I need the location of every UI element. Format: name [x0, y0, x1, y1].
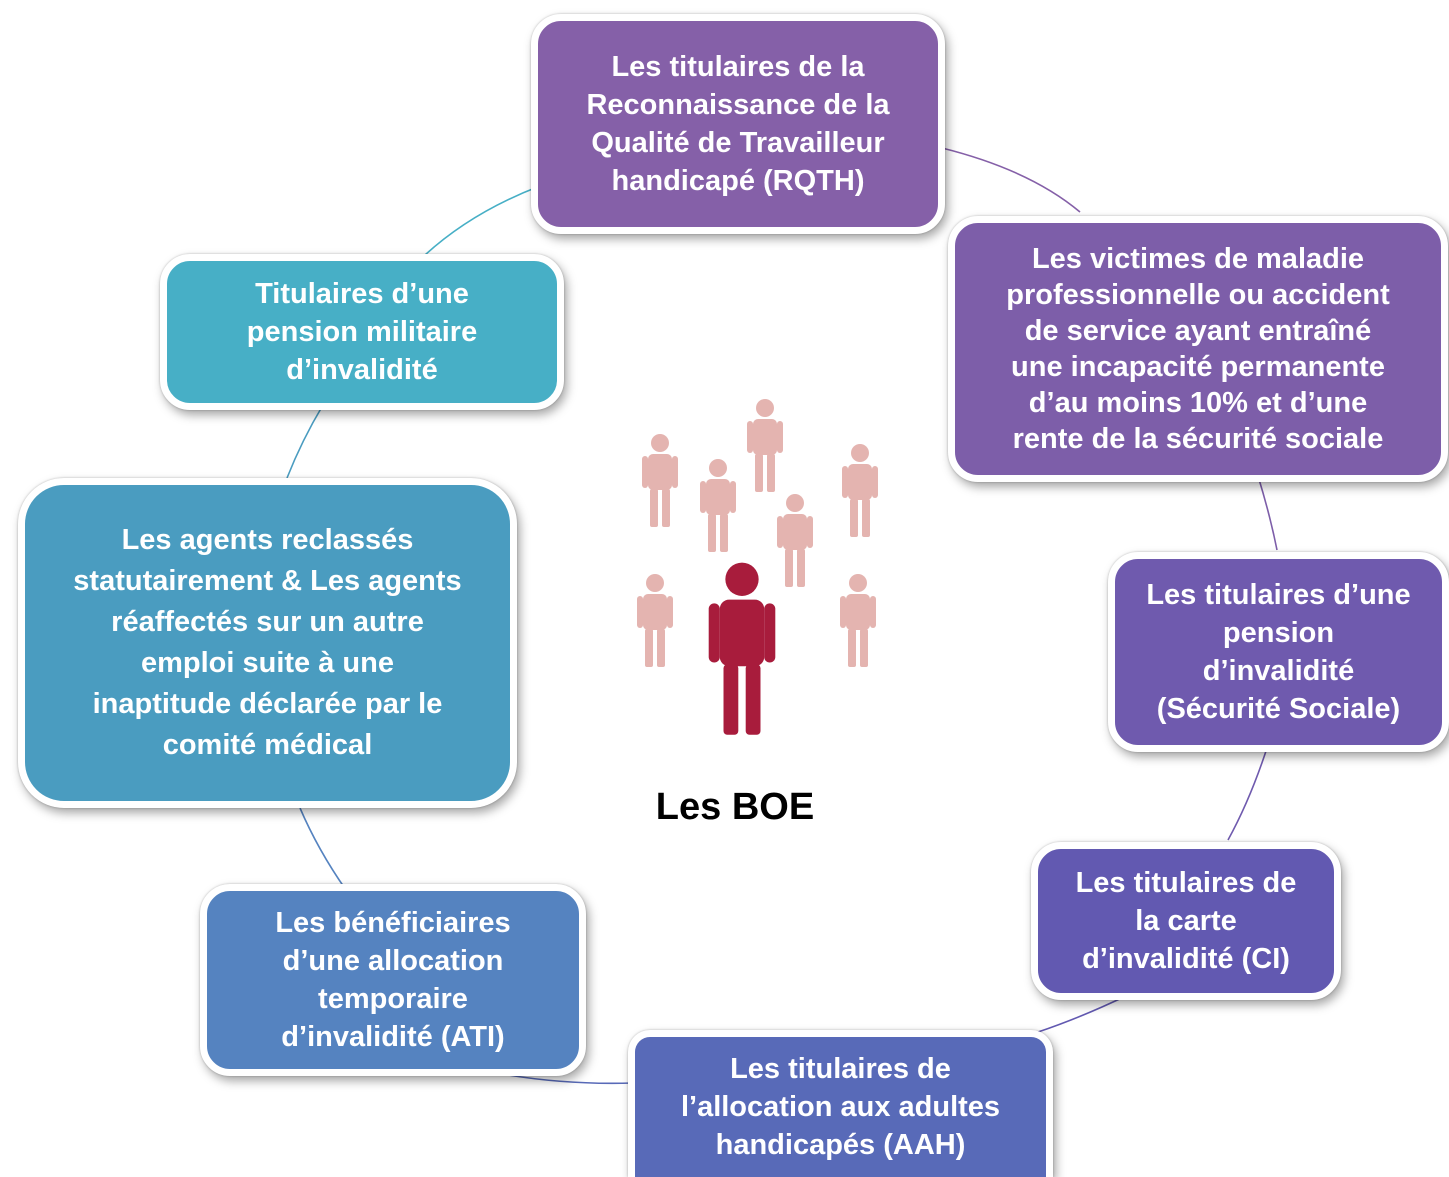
- node-carte-invalidite-label: Les titulaires de la carte d’invalidité …: [1075, 867, 1297, 975]
- node-pension-militaire-label: Titulaires d’une pension militaire d’inv…: [246, 278, 478, 386]
- center-title: Les BOE: [655, 786, 815, 828]
- connector-victimes-to-pension-ss: [1257, 475, 1278, 551]
- connector-ati-to-agents: [299, 807, 347, 891]
- node-aah-label: Les titulaires de l’allocation aux adult…: [680, 1053, 1001, 1161]
- connector-agents-to-militaire: [286, 404, 324, 479]
- node-ati-label: Les bénéficiaires d’une allocation tempo…: [275, 907, 511, 1053]
- connector-carte-to-aah: [1037, 994, 1129, 1033]
- node-victimes-maladie-pro-label: Les victimes de maladie professionnelle …: [1006, 243, 1390, 455]
- node-agents-reclasses-label: Les agents reclassés statutairement & Le…: [73, 524, 462, 761]
- connector-militaire-to-rqth: [424, 185, 541, 256]
- node-pension-invalidite-ss: Les titulaires d’une pension d’invalidit…: [1108, 552, 1449, 752]
- node-ati: Les bénéficiaires d’une allocation tempo…: [200, 884, 586, 1076]
- node-aah: Les titulaires de l’allocation aux adult…: [628, 1030, 1053, 1177]
- node-rqth-label: Les titulaires de la Reconnaissance de l…: [586, 51, 890, 197]
- node-agents-reclasses: Les agents reclassés statutairement & Le…: [18, 478, 517, 808]
- people-group-icon: [637, 399, 878, 735]
- node-pension-invalidite-ss-label: Les titulaires d’une pension d’invalidit…: [1146, 579, 1411, 725]
- node-rqth: Les titulaires de la Reconnaissance de l…: [531, 14, 945, 234]
- node-carte-invalidite: Les titulaires de la carte d’invalidité …: [1031, 842, 1341, 1000]
- connector-rqth-to-victimes: [941, 147, 1081, 213]
- connector-aah-to-ati: [507, 1074, 634, 1085]
- node-victimes-maladie-pro: Les victimes de maladie professionnelle …: [948, 216, 1448, 482]
- connector-pension-ss-to-carte: [1227, 747, 1268, 841]
- node-pension-militaire: Titulaires d’une pension militaire d’inv…: [160, 254, 564, 410]
